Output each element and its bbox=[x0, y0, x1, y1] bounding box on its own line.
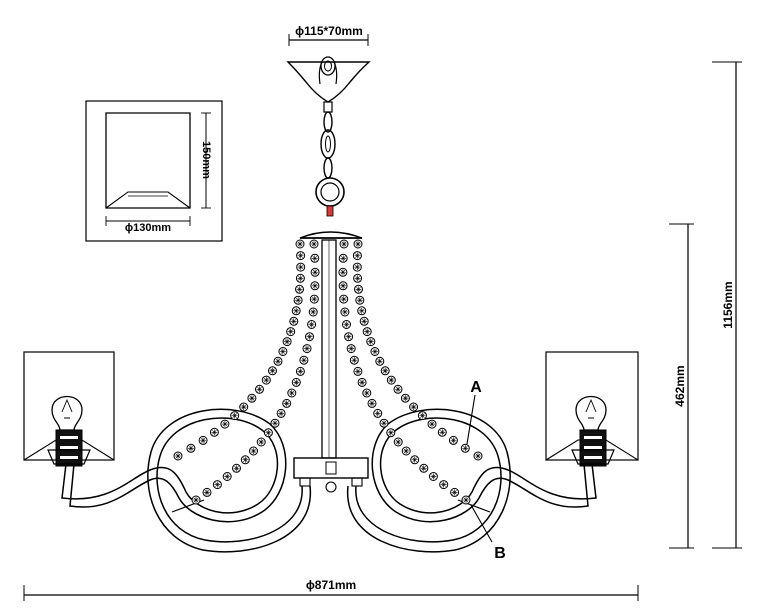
right-arm bbox=[347, 408, 597, 553]
canopy-dimension-label: ϕ115*70mm bbox=[295, 24, 363, 38]
callout-a-label: A bbox=[470, 379, 482, 396]
callout-b-label: B bbox=[494, 545, 506, 562]
left-lamp bbox=[23, 351, 115, 467]
crystal-bead-strands bbox=[173, 239, 483, 505]
body-height-dimension: 462mm bbox=[669, 223, 694, 549]
canopy bbox=[286, 56, 371, 113]
callout-a: A bbox=[466, 379, 482, 445]
shade-height-label: 150mm bbox=[200, 141, 212, 179]
overall-width-label: ϕ871mm bbox=[306, 578, 356, 592]
right-lamp bbox=[545, 351, 639, 467]
chain bbox=[315, 111, 345, 217]
shade-width-label: ϕ130mm bbox=[125, 222, 171, 234]
callout-b: B bbox=[470, 504, 506, 562]
overall-width-dimension: ϕ871mm bbox=[23, 578, 639, 601]
left-arm bbox=[61, 408, 311, 553]
shade-detail-inset: ϕ130mm 150mm bbox=[85, 100, 223, 242]
canopy-dimension: ϕ115*70mm bbox=[288, 24, 369, 46]
central-stem bbox=[293, 231, 369, 493]
total-height-label: 1156mm bbox=[721, 281, 735, 328]
total-height-dimension: 1156mm bbox=[712, 61, 742, 549]
body-height-label: 462mm bbox=[673, 365, 687, 406]
